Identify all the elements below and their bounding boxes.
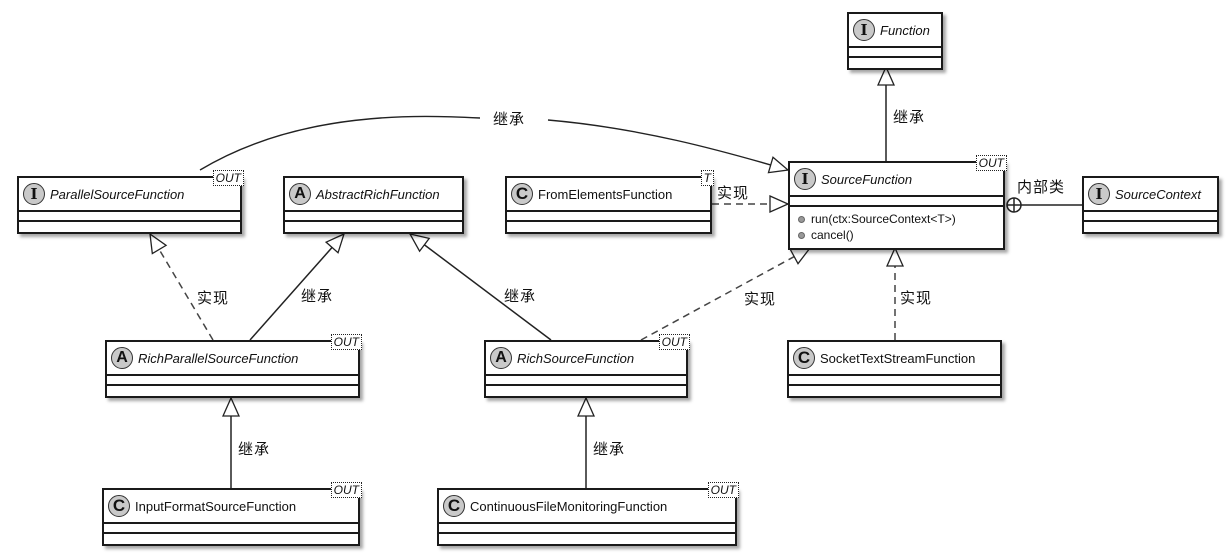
methods-section [107, 386, 358, 394]
fields-section [1084, 212, 1217, 222]
class-name: SourceFunction [821, 171, 913, 187]
methods-section [507, 222, 710, 230]
class-function[interactable]: I Function [847, 12, 943, 70]
edge-richparallel-parallelsource [150, 234, 214, 341]
methods-section [104, 534, 358, 542]
type-parameter-badge: OUT [975, 155, 1007, 171]
type-parameter-badge: OUT [658, 334, 690, 350]
type-parameter-badge: T [700, 170, 714, 186]
edge-richparallel-abstractrich [249, 234, 344, 341]
class-input-format-source-function[interactable]: OUT C InputFormatSourceFunction [102, 482, 362, 546]
label-inherit-richsource: 继承 [504, 287, 537, 305]
fields-section [486, 376, 686, 386]
class-rich-parallel-source-function[interactable]: OUT A RichParallelSourceFunction [105, 334, 362, 398]
class-icon: C [793, 347, 815, 369]
class-name: ContinuousFileMonitoringFunction [470, 498, 668, 514]
class-from-elements-function[interactable]: T C FromElementsFunction [505, 170, 714, 234]
type-parameter-badge: OUT [212, 170, 244, 186]
label-inherit-parallel-source: 继承 [493, 110, 526, 128]
class-name: RichParallelSourceFunction [138, 350, 299, 366]
public-method-icon [798, 231, 805, 239]
methods-section [486, 386, 686, 394]
methods-section [789, 386, 1000, 394]
methods-section [439, 534, 735, 542]
class-name: AbstractRichFunction [316, 186, 440, 202]
edge-parallelsourcefunction-sourcefunction-end [547, 119, 788, 170]
fields-section [285, 212, 462, 222]
label-implement-socket: 实现 [900, 289, 933, 307]
edge-richsource-abstractrich [410, 234, 552, 341]
class-name: ParallelSourceFunction [50, 186, 185, 202]
methods-section [849, 58, 941, 66]
public-method-icon [798, 215, 805, 223]
class-icon: C [443, 495, 465, 517]
type-parameter-badge: OUT [330, 482, 362, 498]
class-name: SourceContext [1115, 186, 1201, 202]
class-icon: C [108, 495, 130, 517]
methods-section [19, 222, 240, 230]
abstract-icon: A [111, 347, 133, 369]
class-name: Function [880, 22, 930, 38]
edge-parallelsourcefunction-sourcefunction [199, 115, 481, 171]
fields-section [107, 376, 358, 386]
class-name: FromElementsFunction [538, 186, 673, 202]
label-inherit-richparallel: 继承 [301, 287, 334, 305]
class-parallel-source-function[interactable]: OUT I ParallelSourceFunction [17, 170, 244, 234]
interface-icon: I [853, 19, 875, 41]
class-source-function[interactable]: OUT I SourceFunction run(ctx:SourceConte… [788, 155, 1007, 250]
interface-icon: I [794, 168, 816, 190]
fields-section [507, 212, 710, 222]
method-cancel: cancel() [798, 227, 1003, 243]
type-parameter-badge: OUT [330, 334, 362, 350]
label-inherit-continuousfile: 继承 [593, 440, 626, 458]
abstract-icon: A [289, 183, 311, 205]
fields-section [104, 524, 358, 534]
class-name: RichSourceFunction [517, 350, 635, 366]
class-abstract-rich-function[interactable]: A AbstractRichFunction [283, 176, 464, 234]
class-socket-text-stream-function[interactable]: C SocketTextStreamFunction [787, 340, 1002, 398]
interface-icon: I [1088, 183, 1110, 205]
class-name: InputFormatSourceFunction [135, 498, 297, 514]
label-inner-class: 内部类 [1017, 178, 1066, 196]
class-rich-source-function[interactable]: OUT A RichSourceFunction [484, 334, 690, 398]
label-implement-fromelements: 实现 [717, 184, 750, 202]
class-name: SocketTextStreamFunction [820, 350, 976, 366]
fields-section [789, 376, 1000, 386]
label-inherit-function: 继承 [893, 108, 926, 126]
methods-section: run(ctx:SourceContext<T>) cancel() [790, 207, 1003, 246]
class-source-context[interactable]: I SourceContext [1082, 176, 1219, 234]
label-implement-richsource: 实现 [744, 290, 777, 308]
fields-section [19, 212, 240, 222]
method-run: run(ctx:SourceContext<T>) [798, 211, 1003, 227]
label-implement-richparallel: 实现 [197, 289, 230, 307]
type-parameter-badge: OUT [707, 482, 739, 498]
class-continuous-file-monitoring-function[interactable]: OUT C ContinuousFileMonitoringFunction [437, 482, 739, 546]
abstract-icon: A [490, 347, 512, 369]
fields-section [439, 524, 735, 534]
fields-section [790, 197, 1003, 207]
class-icon: C [511, 183, 533, 205]
edge-richsource-sourcefunction [640, 248, 810, 341]
label-inherit-inputformat: 继承 [238, 440, 271, 458]
interface-icon: I [23, 183, 45, 205]
methods-section [285, 222, 462, 230]
fields-section [849, 48, 941, 58]
methods-section [1084, 222, 1217, 230]
